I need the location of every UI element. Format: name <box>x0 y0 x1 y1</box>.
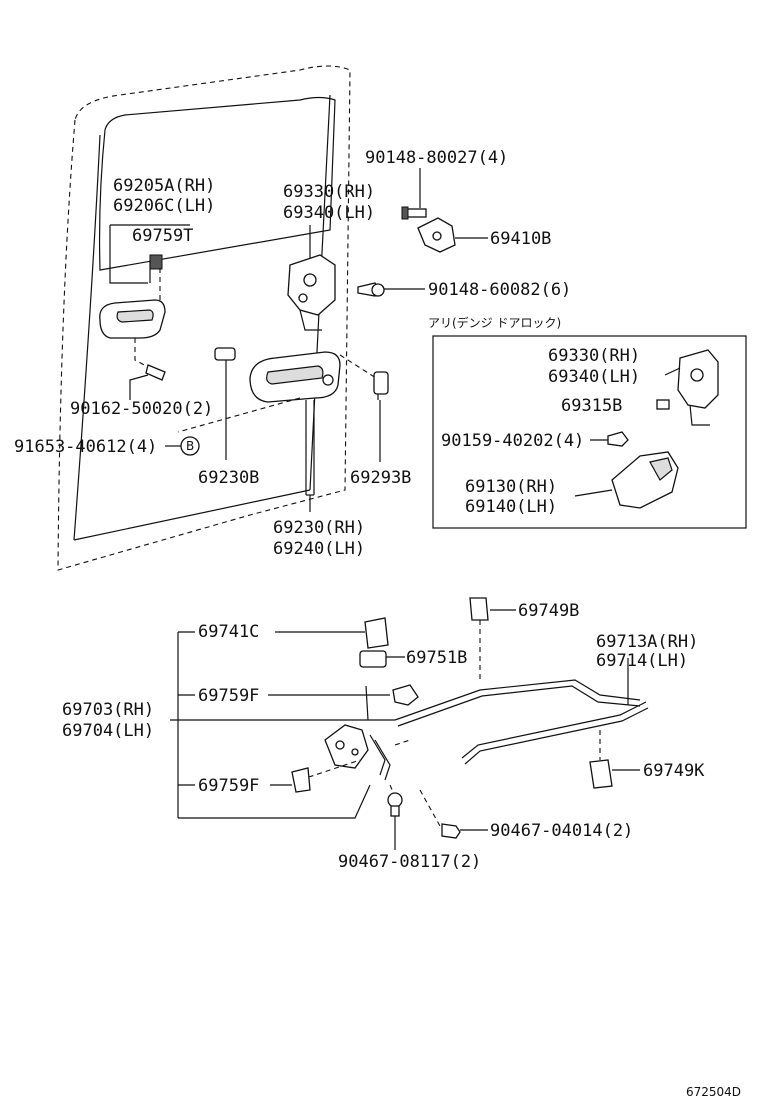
figure-id: 672504D <box>686 1085 741 1099</box>
pad-69230B <box>214 347 236 361</box>
label-69330: 69330(RH) <box>283 182 375 202</box>
striker-69410B <box>417 217 456 253</box>
box-actuator-69130 <box>611 451 679 509</box>
outside-handle-69230 <box>249 351 341 403</box>
label-69714: 69714(LH) <box>596 651 688 671</box>
clip-69749K <box>589 759 613 789</box>
label-box-69140: 69140(LH) <box>465 497 557 517</box>
label-69206C: 69206C(LH) <box>113 196 215 216</box>
label-90148-80027: 90148-80027(4) <box>365 148 508 168</box>
clip-69759F-top <box>392 684 419 706</box>
label-box-69340: 69340(LH) <box>548 367 640 387</box>
electric-lock-box <box>432 335 747 529</box>
inside-handle-part <box>99 254 166 339</box>
label-69749B: 69749B <box>518 601 579 621</box>
box-lock-assembly <box>677 349 719 426</box>
label-90467-04014: 90467-04014(2) <box>490 821 633 841</box>
label-69410B: 69410B <box>490 229 551 249</box>
label-69293B: 69293B <box>350 468 411 488</box>
label-69340: 69340(LH) <box>283 203 375 223</box>
clip-69759F-bottom <box>291 767 311 793</box>
label-69230B: 69230B <box>198 468 259 488</box>
screw-90467-08117 <box>387 792 403 817</box>
label-69230: 69230(RH) <box>273 518 365 538</box>
box-title: アリ(デンジ ドアロック) <box>428 315 561 330</box>
label-box-69330: 69330(RH) <box>548 346 640 366</box>
bolt-90148-80027 <box>401 206 427 220</box>
label-69713A: 69713A(RH) <box>596 632 698 652</box>
label-69703: 69703(RH) <box>62 700 154 720</box>
box-screw-90159 <box>607 431 629 447</box>
box-clip-69315B <box>656 399 670 410</box>
door-lock-assembly <box>287 254 336 331</box>
label-box-90159: 90159-40202(4) <box>441 431 584 451</box>
label-91653: 91653-40612(4) <box>14 437 157 457</box>
label-69759T: 69759T <box>132 226 193 246</box>
screw-90467-04014 <box>441 823 461 839</box>
label-box-69315B: 69315B <box>561 396 622 416</box>
label-90148-60082: 90148-60082(6) <box>428 280 571 300</box>
bracket-plate <box>324 724 369 769</box>
label-69751B: 69751B <box>406 648 467 668</box>
label-69741C: 69741C <box>198 622 259 642</box>
rod-clip-69293B <box>373 371 389 400</box>
label-69240: 69240(LH) <box>273 539 365 559</box>
clip-69749B <box>469 597 489 621</box>
label-69749K: 69749K <box>643 761 705 781</box>
label-69759F-bottom: 69759F <box>198 776 259 796</box>
label-box-69130: 69130(RH) <box>465 477 557 497</box>
screw-90148-60082 <box>357 282 385 297</box>
screw-90162 <box>145 364 166 381</box>
knob-69741C <box>364 617 389 649</box>
label-90162: 90162-50020(2) <box>70 399 213 419</box>
label-90467-08117: 90467-08117(2) <box>338 852 481 872</box>
label-69205A: 69205A(RH) <box>113 176 215 196</box>
label-69759F-top: 69759F <box>198 686 259 706</box>
bushing-69751B <box>359 650 387 668</box>
label-callout-b: B <box>186 439 194 453</box>
label-69704: 69704(LH) <box>62 721 154 741</box>
